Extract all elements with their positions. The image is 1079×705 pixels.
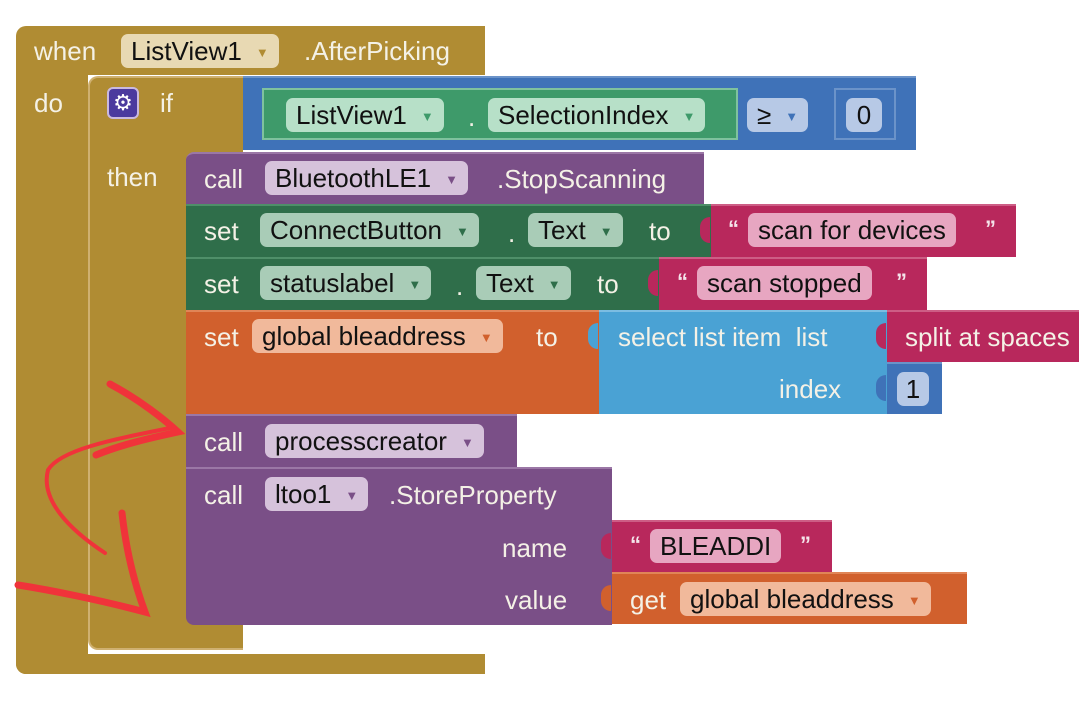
when-label: when xyxy=(34,36,97,66)
variable-dropdown-global-bleaddress[interactable]: global bleaddress▼ xyxy=(252,319,503,353)
to-label: to xyxy=(649,216,671,246)
chevron-down-icon: ▼ xyxy=(907,593,921,609)
component-dropdown-listview1[interactable]: ListView1▼ xyxy=(121,34,279,68)
component-dropdown-statuslabel[interactable]: statuslabel▼ xyxy=(260,266,432,300)
chevron-down-icon: ▼ xyxy=(479,330,493,346)
event-block-footer xyxy=(16,654,485,674)
method-name: .StopScanning xyxy=(497,164,667,194)
then-label: then xyxy=(107,162,158,192)
procedure-dropdown-processcreator[interactable]: processcreator▼ xyxy=(265,424,484,458)
dot-separator: . xyxy=(508,218,516,248)
variable-dropdown-get-global-bleaddress[interactable]: global bleaddress▼ xyxy=(680,582,931,616)
property-dropdown-selectionindex[interactable]: SelectionIndex▼ xyxy=(488,98,706,132)
socket-notch xyxy=(700,217,710,243)
socket-notch xyxy=(601,533,611,559)
chevron-down-icon: ▼ xyxy=(408,277,422,293)
socket-notch xyxy=(648,270,658,296)
mutator-gear-icon[interactable]: ⚙ xyxy=(107,87,139,119)
open-quote: “ xyxy=(677,269,688,294)
call-label: call xyxy=(204,427,244,457)
call-label: call xyxy=(204,480,244,510)
dot-separator: . xyxy=(456,271,464,301)
socket-notch xyxy=(876,375,886,401)
store-property-block[interactable] xyxy=(186,467,612,625)
select-list-item-block[interactable] xyxy=(599,310,887,414)
chevron-down-icon: ▼ xyxy=(460,435,474,451)
text-field-scan-stopped[interactable]: scan stopped xyxy=(697,266,872,300)
chevron-down-icon: ▼ xyxy=(785,109,799,125)
set-label: set xyxy=(204,322,239,352)
split-at-spaces-block[interactable] xyxy=(887,310,1079,362)
socket-notch xyxy=(601,585,611,611)
close-quote: ” xyxy=(800,532,811,557)
component-dropdown-connectbutton[interactable]: ConnectButton▼ xyxy=(260,213,479,247)
chevron-down-icon: ▼ xyxy=(599,224,613,240)
text-field-scan-for-devices[interactable]: scan for devices xyxy=(748,213,956,247)
open-quote: “ xyxy=(630,532,641,557)
chevron-down-icon: ▼ xyxy=(547,277,561,293)
annotation-arrow-to-end xyxy=(14,509,151,618)
socket-notch xyxy=(876,323,886,349)
component-dropdown-ltoo1[interactable]: ltoo1▼ xyxy=(265,477,369,511)
value-label: value xyxy=(505,585,568,615)
component-dropdown-bluetoothle1[interactable]: BluetoothLE1▼ xyxy=(265,161,469,195)
socket-notch xyxy=(588,323,598,349)
operator-dropdown[interactable]: ≥▼ xyxy=(747,98,809,132)
if-label: if xyxy=(160,88,173,118)
chevron-down-icon: ▼ xyxy=(456,224,469,240)
index-label: index xyxy=(779,374,842,404)
component-dropdown-listview1-getter[interactable]: ListView1▼ xyxy=(286,98,444,132)
open-quote: “ xyxy=(728,216,739,241)
chevron-down-icon: ▼ xyxy=(445,172,459,188)
close-quote: ” xyxy=(896,269,907,294)
split-at-spaces-label: split at spaces xyxy=(905,322,1070,352)
close-quote: ” xyxy=(985,216,996,241)
event-block-body xyxy=(16,74,88,674)
do-label: do xyxy=(34,88,63,118)
get-label: get xyxy=(630,585,667,615)
dot-separator: . xyxy=(468,102,476,132)
call-label: call xyxy=(204,164,244,194)
chevron-down-icon: ▼ xyxy=(682,109,696,125)
chevron-down-icon: ▼ xyxy=(345,488,359,504)
property-dropdown-text[interactable]: Text▼ xyxy=(528,213,623,247)
select-list-item-label: select list item list xyxy=(618,322,828,352)
name-label: name xyxy=(502,533,568,563)
method-name: .StoreProperty xyxy=(389,480,557,510)
annotation-arrow-to-processcreator xyxy=(92,380,186,459)
property-dropdown-text[interactable]: Text▼ xyxy=(476,266,571,300)
number-field-zero[interactable]: 0 xyxy=(846,98,882,132)
annotation-curve xyxy=(44,426,172,555)
text-field-bleaddi[interactable]: BLEADDI xyxy=(650,529,782,563)
chevron-down-icon: ▼ xyxy=(255,45,269,61)
to-label: to xyxy=(597,269,619,299)
set-label: set xyxy=(204,269,239,299)
event-name: .AfterPicking xyxy=(304,36,450,66)
number-field-index[interactable]: 1 xyxy=(897,372,929,406)
chevron-down-icon: ▼ xyxy=(420,109,434,125)
to-label: to xyxy=(536,322,558,352)
set-label: set xyxy=(204,216,239,246)
